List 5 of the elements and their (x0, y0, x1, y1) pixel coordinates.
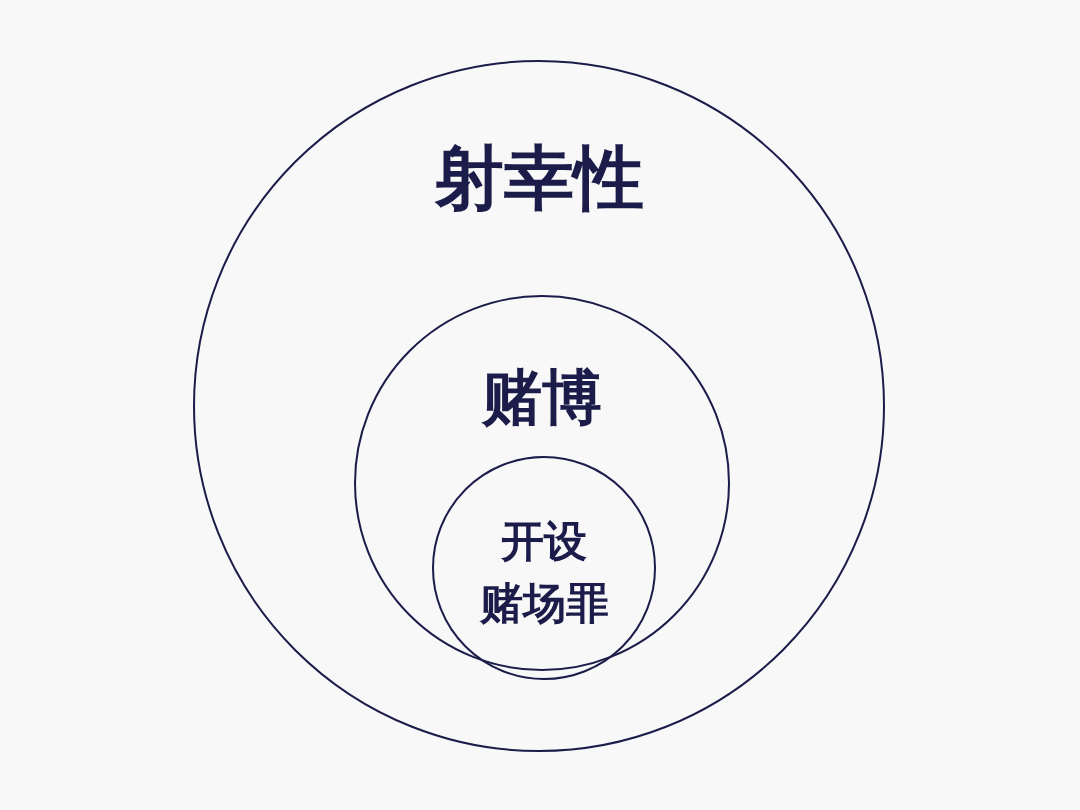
circle-label: 开设赌场罪 (479, 515, 609, 631)
circle-label: 射幸性 (434, 136, 644, 220)
circle (432, 456, 656, 680)
circle (193, 60, 885, 752)
circle-label: 赌博 (482, 361, 602, 433)
